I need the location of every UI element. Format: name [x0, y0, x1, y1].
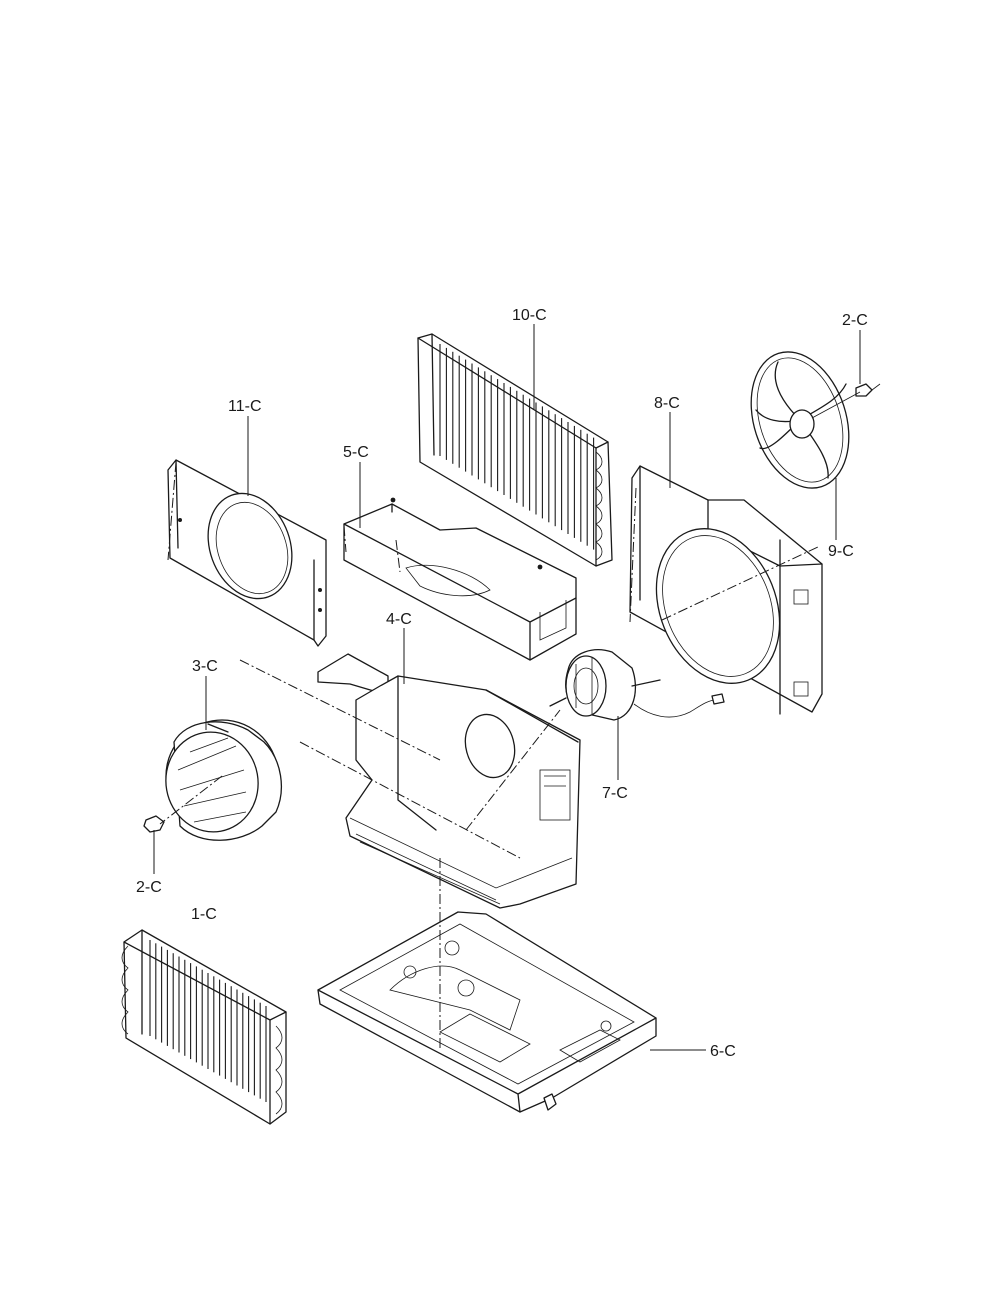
fan-motor-part	[549, 649, 725, 721]
label-2c-top: 2-C	[842, 312, 868, 329]
evaporator-coil-part	[121, 929, 287, 1125]
label-6c: 6-C	[710, 1043, 736, 1060]
label-9c: 9-C	[828, 543, 854, 560]
label-7c: 7-C	[602, 785, 628, 802]
condenser-coil-part	[417, 333, 613, 567]
label-1c: 1-C	[191, 906, 217, 923]
axial-fan-part	[750, 351, 861, 489]
label-11c: 11-C	[228, 398, 262, 415]
base-pan-part	[317, 911, 657, 1113]
nut-part-left	[143, 815, 165, 833]
air-guide-tray-part	[343, 497, 577, 661]
shroud-panel-part	[167, 459, 327, 647]
leader-lines	[153, 324, 861, 1051]
label-10c: 10-C	[512, 307, 547, 324]
label-8c: 8-C	[654, 395, 680, 412]
assembly-centerlines	[159, 461, 821, 1050]
label-5c: 5-C	[343, 444, 369, 461]
evaporator-housing-part	[317, 653, 581, 909]
label-2c-left: 2-C	[136, 879, 162, 896]
nut-part-top	[855, 383, 881, 397]
label-4c: 4-C	[386, 611, 412, 628]
condenser-shroud-part	[629, 465, 823, 715]
label-3c: 3-C	[192, 658, 218, 675]
blower-wheel-part	[165, 719, 282, 841]
